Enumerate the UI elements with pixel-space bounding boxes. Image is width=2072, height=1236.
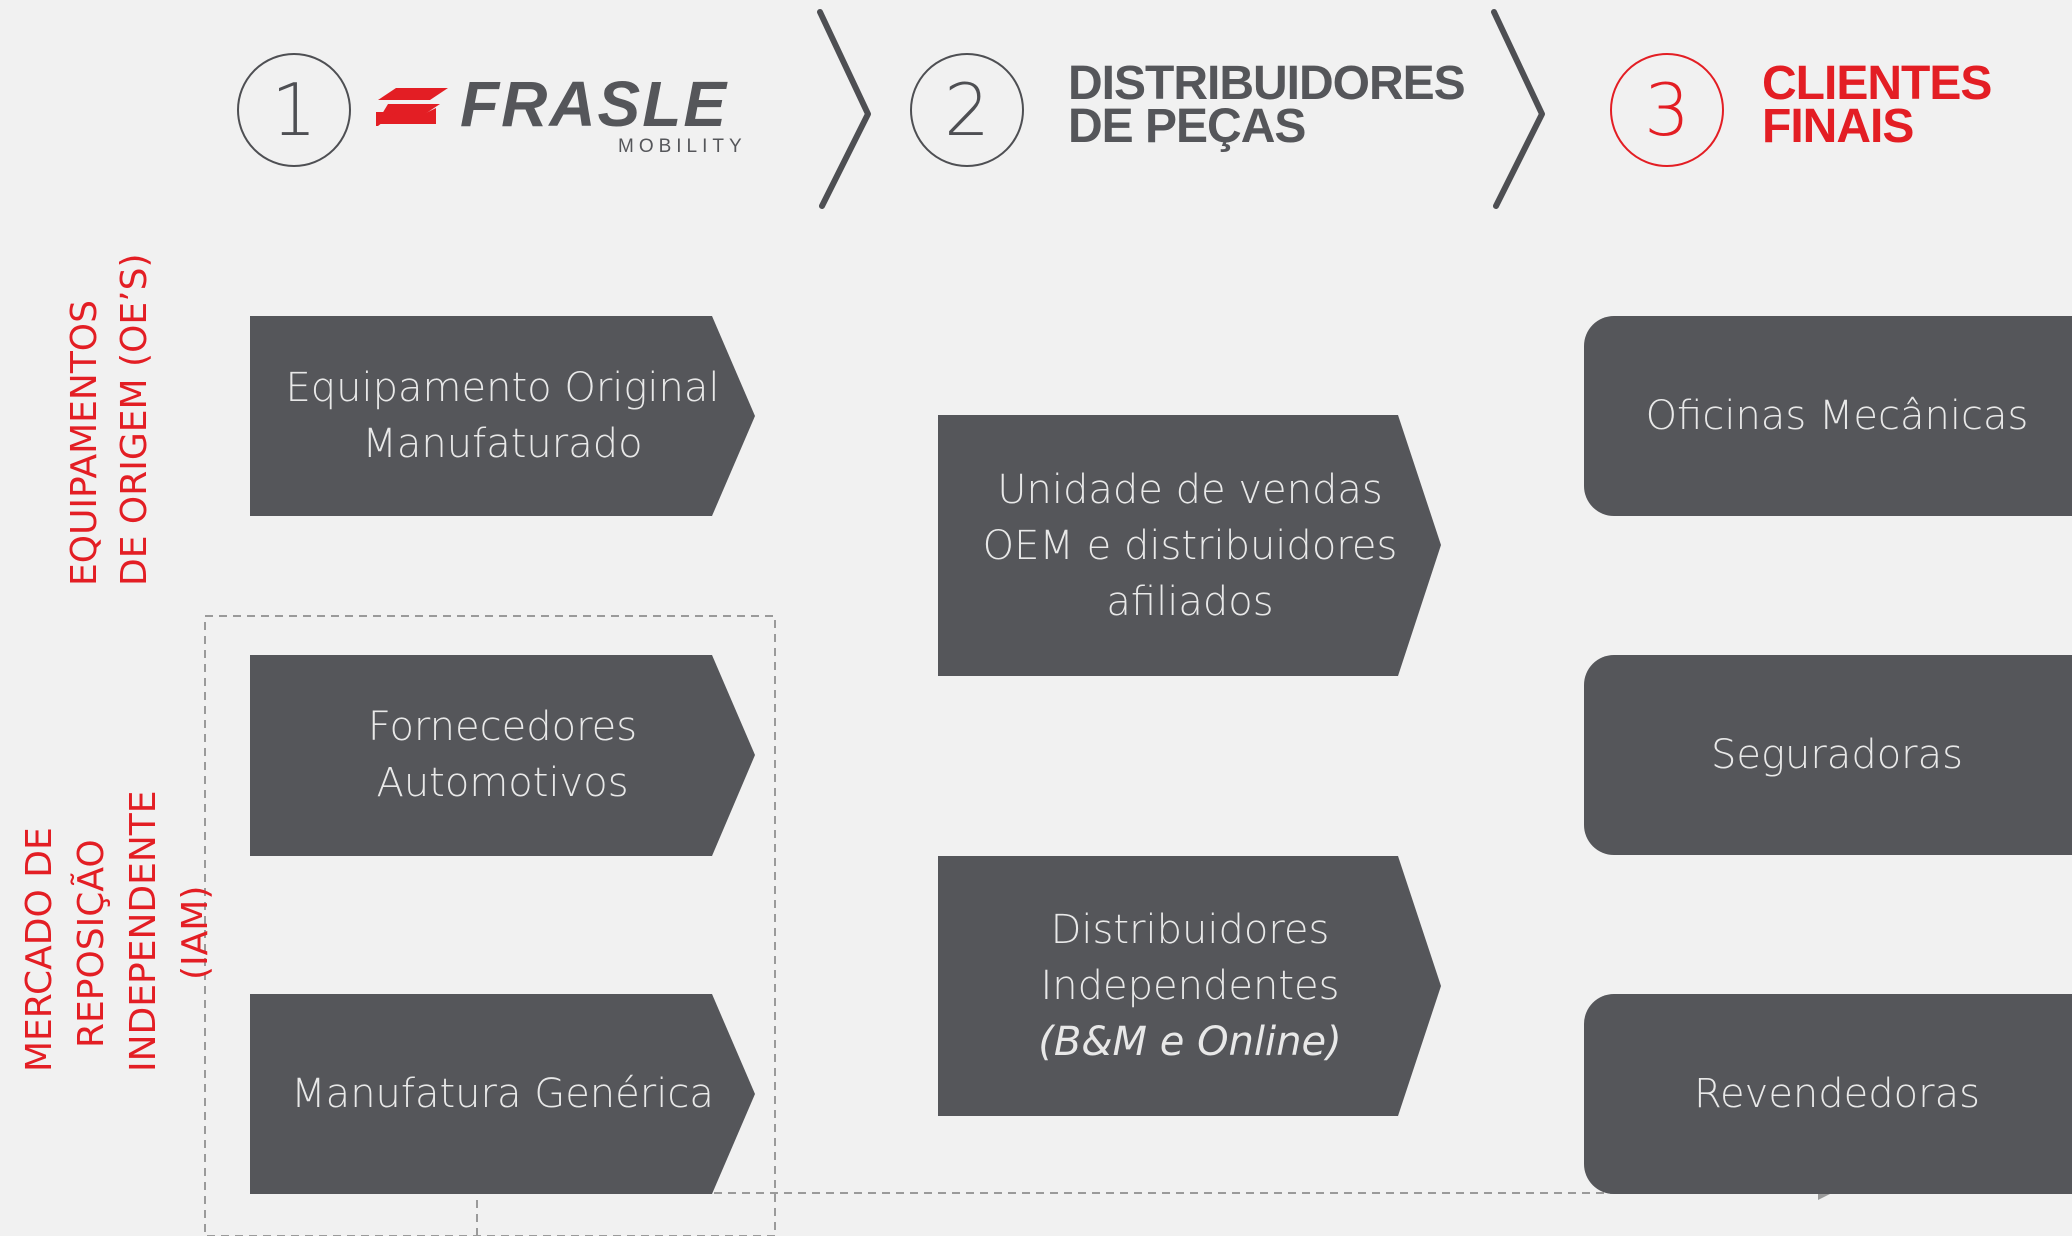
step-3-title-line1: CLIENTES: [1762, 57, 1992, 110]
step-1-number: 1: [237, 53, 351, 167]
chevron-separator-2: [1491, 9, 1545, 209]
step-3-title: CLIENTES FINAIS: [1762, 57, 1992, 153]
side-label-oe: EQUIPAMENTOS DE ORIGEM (OE’S): [60, 254, 160, 587]
frasle-brand-sub: MOBILITY: [618, 136, 747, 157]
distributor-oem-line2: OEM e distribuidores: [982, 522, 1398, 569]
client-box-seguradoras: [1584, 655, 2072, 855]
iam-dashed-region: [204, 615, 776, 1236]
side-label-iam-line3: INDEPENDENTE: [123, 790, 164, 1072]
distributor-box-oem: [938, 415, 1441, 676]
manufacturer-box-oem: [250, 316, 755, 516]
side-label-oe-line1: EQUIPAMENTOS: [64, 300, 105, 586]
client-box-oficinas: [1584, 316, 2072, 516]
client-revendedoras-label: Revendedoras: [1694, 1071, 1980, 1117]
manufacturer-text-fornecedores: Fornecedores Automotivos: [255, 655, 750, 855]
distributor-text-oem: Unidade de vendas OEM e distribuidores a…: [940, 415, 1440, 676]
client-seguradoras-label: Seguradoras: [1711, 732, 1963, 778]
manufacturer-fornecedores-line2: Automotivos: [376, 760, 629, 806]
manufacturer-generica-line1: Manufatura Genérica: [291, 1071, 714, 1117]
manufacturer-box-generica: [250, 994, 755, 1194]
client-oficinas-label: Oficinas Mecânicas: [1645, 393, 2029, 439]
client-text-revendedoras: Revendedoras: [1584, 994, 2072, 1194]
step-3-number: 3: [1610, 53, 1724, 167]
client-text-seguradoras: Seguradoras: [1584, 655, 2072, 855]
side-label-iam-line2: REPOSIÇÃO: [71, 839, 112, 1048]
distributor-independentes-line2: Independentes: [1040, 963, 1340, 1009]
distributor-independentes-line1: Distribuidores: [1050, 907, 1330, 953]
distributor-oem-line1: Unidade de vendas: [997, 466, 1383, 513]
dashed-flow-arrow: [476, 1192, 1820, 1236]
chevron-separator-1: [817, 9, 871, 209]
side-label-iam: MERCADO DE REPOSIÇÃO INDEPENDENTE (IAM): [14, 790, 222, 1072]
distributor-independentes-line3: (B&M e Online): [1038, 1019, 1342, 1065]
manufacturer-fornecedores-line1: Fornecedores: [367, 704, 638, 750]
distributor-box-independentes: [938, 856, 1441, 1116]
step-2-title: DISTRIBUIDORES DE PEÇAS: [1068, 57, 1466, 153]
manufacturer-box-fornecedores: [250, 655, 755, 856]
side-label-iam-line1: MERCADO DE: [19, 827, 60, 1072]
frasle-brand-logo: FRASLE MOBILITY: [460, 68, 742, 157]
manufacturer-text-generica: Manufatura Genérica: [255, 994, 750, 1194]
side-label-oe-line2: DE ORIGEM (OE’S): [114, 253, 155, 587]
manufacturer-oem-line1: Equipamento Original: [285, 365, 720, 411]
frasle-brand-name: FRASLE: [460, 68, 728, 140]
client-text-oficinas: Oficinas Mecânicas: [1584, 316, 2072, 516]
frasle-logo-mark: [376, 88, 448, 126]
side-label-iam-line4: (IAM): [175, 885, 216, 980]
step-2-number: 2: [910, 53, 1024, 167]
distributor-oem-line3: afiliados: [1106, 578, 1274, 625]
step-2-title-line2: DE PEÇAS: [1068, 100, 1306, 153]
step-2-title-line1: DISTRIBUIDORES: [1068, 57, 1466, 110]
manufacturer-oem-line2: Manufaturado: [362, 421, 643, 467]
distributor-text-independentes: Distribuidores Independentes (B&M e Onli…: [940, 856, 1440, 1116]
client-box-revendedoras: [1584, 994, 2072, 1194]
manufacturer-text-oem: Equipamento Original Manufaturado: [255, 316, 750, 516]
step-3-title-line2: FINAIS: [1762, 100, 1914, 153]
